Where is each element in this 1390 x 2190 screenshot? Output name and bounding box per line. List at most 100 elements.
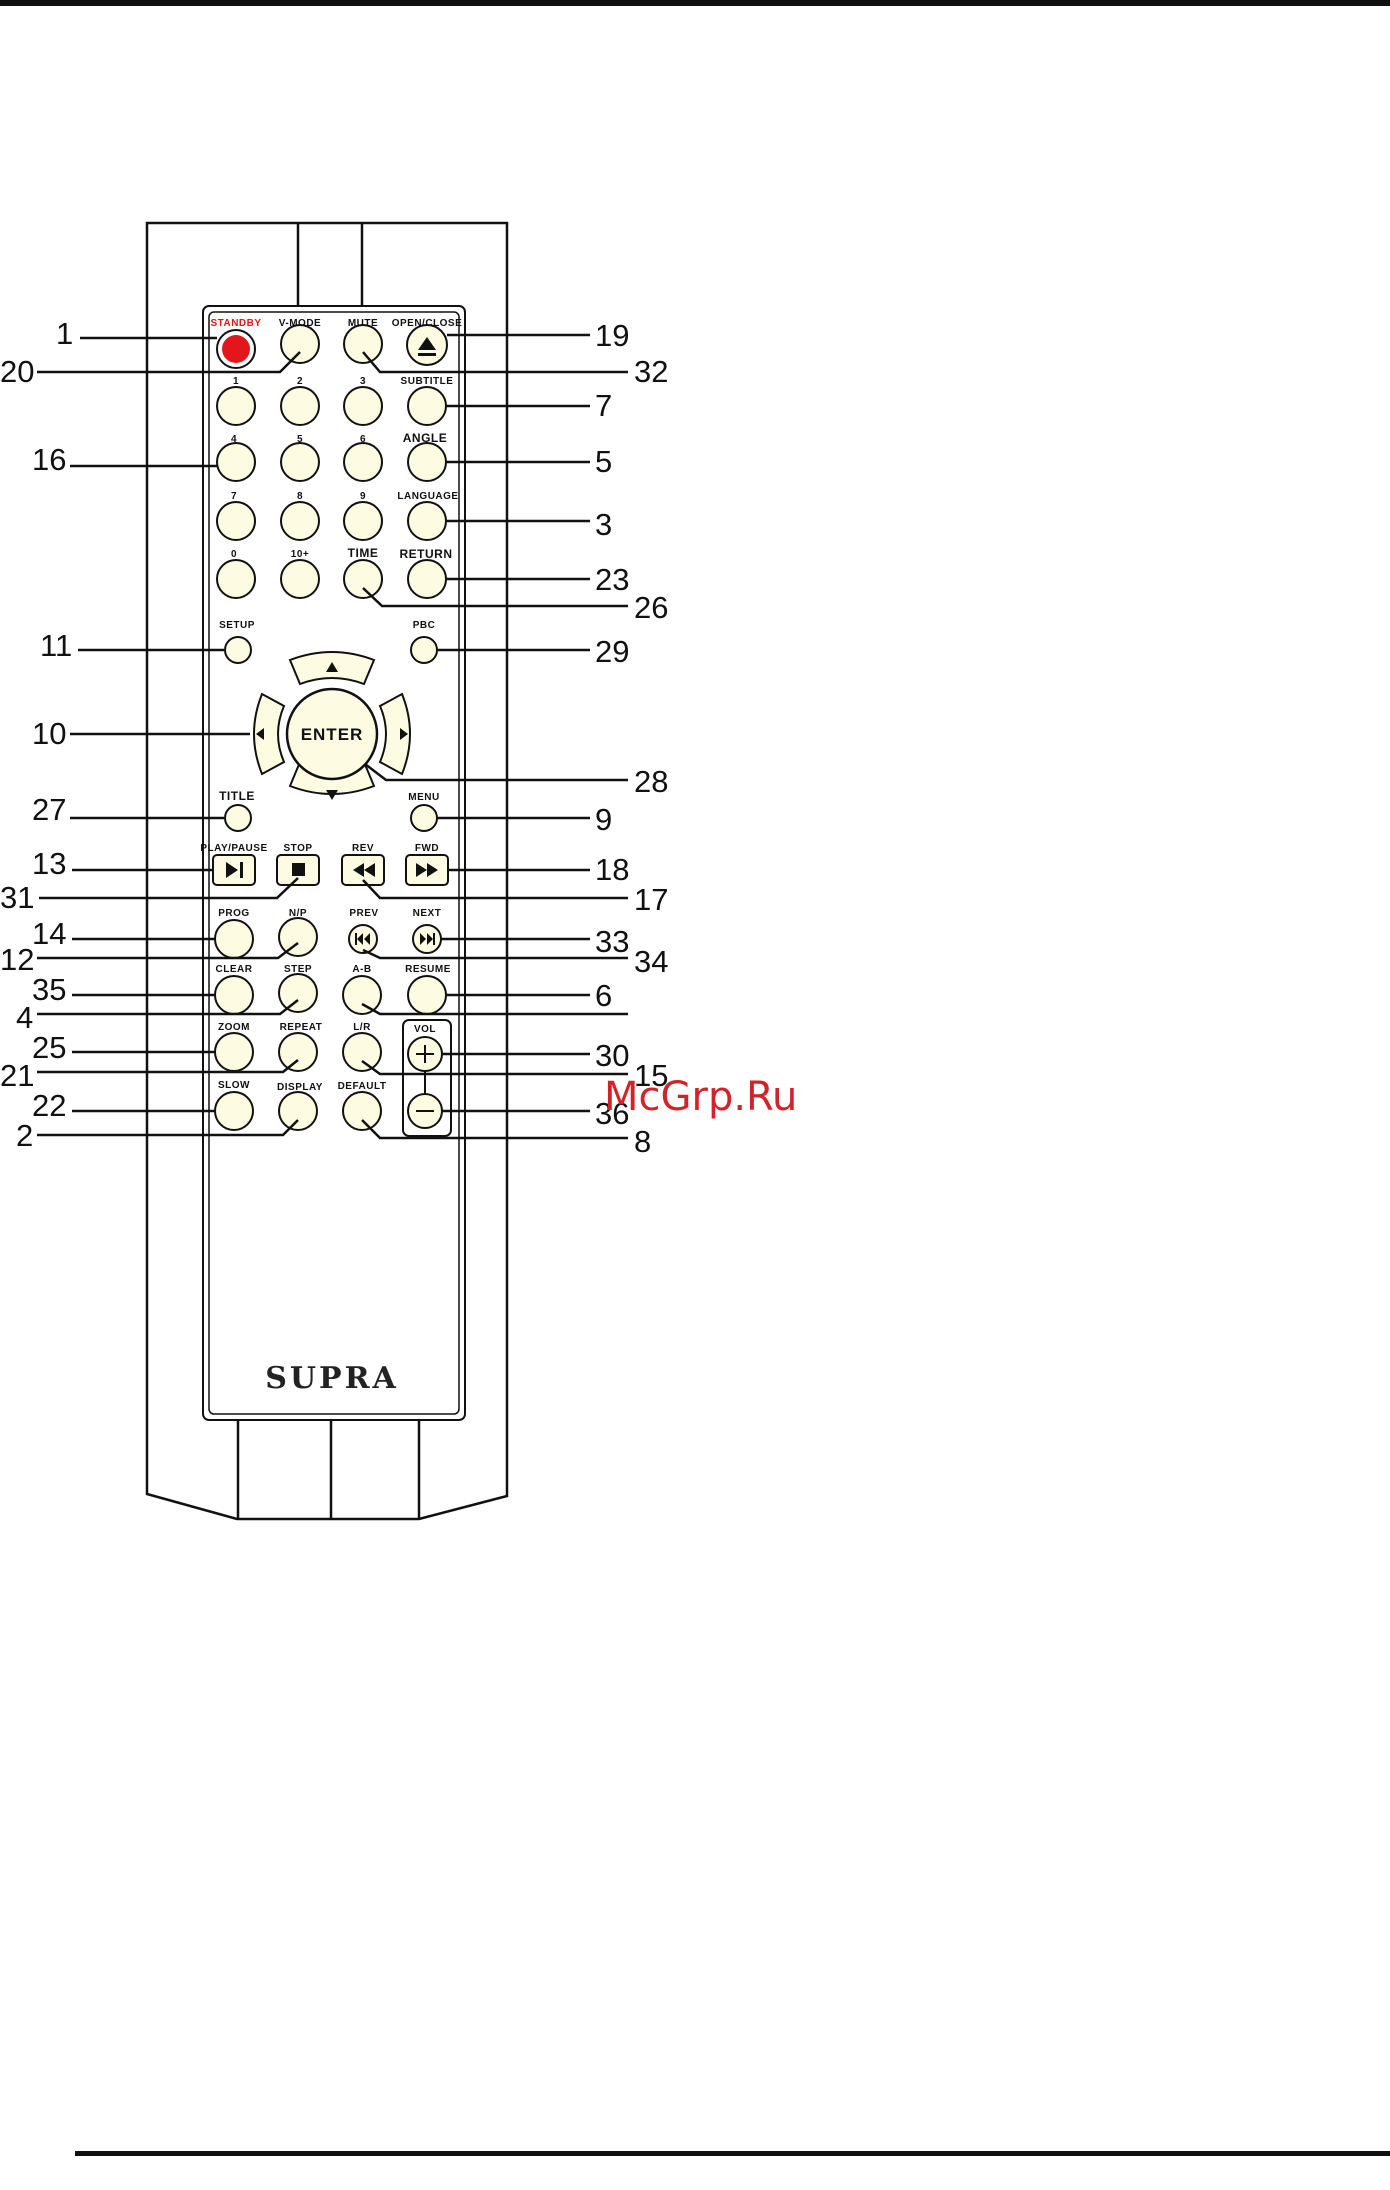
callout-leader-lines [37,333,628,1140]
slow-button[interactable] [214,1091,254,1131]
callout-11: 11 [40,628,72,663]
mute-button[interactable] [343,324,383,364]
prog-button[interactable] [214,919,254,959]
digit-6-button[interactable] [343,442,383,482]
zoom-label: ZOOM [218,1022,250,1033]
minus-icon [416,1110,434,1112]
callout-26: 26 [634,590,668,625]
title-button[interactable] [224,804,252,832]
digit-7-button[interactable] [216,501,256,541]
time-button[interactable] [343,559,383,599]
np-button[interactable] [278,917,318,957]
title-label: TITLE [219,789,255,803]
ab-button[interactable] [342,975,382,1015]
standby-label: STANDBY [210,318,261,329]
bottom-rule [75,2151,1390,2156]
digit-1-button[interactable] [216,386,256,426]
menu-button[interactable] [410,804,438,832]
callout-6: 6 [595,978,612,1013]
time-label: TIME [348,546,379,560]
digit-3-label: 3 [360,376,366,387]
digit-2-label: 2 [297,376,303,387]
arrow-left-icon [256,728,264,740]
language-label: LANGUAGE [397,491,458,502]
v-mode-label: V-MODE [279,318,321,329]
eject-icon [418,337,436,356]
slow-label: SLOW [218,1080,250,1091]
callout-7: 7 [595,388,612,423]
prog-label: PROG [218,908,249,919]
callout-2: 2 [16,1118,33,1153]
subtitle-button[interactable] [407,386,447,426]
angle-button[interactable] [407,442,447,482]
digit-3-button[interactable] [343,386,383,426]
watermark-text: McGrp.Ru [604,1074,797,1120]
step-button[interactable] [278,973,318,1013]
callout-13: 13 [32,846,66,881]
callout-numbers: 1 20 16 11 10 27 13 31 14 12 35 4 25 21 … [0,316,668,1159]
callout-28: 28 [634,764,668,799]
digit-0-label: 0 [231,549,237,560]
callout-10: 10 [32,716,66,751]
digit-0-button[interactable] [216,559,256,599]
callout-16: 16 [32,442,66,477]
np-label: N/P [289,908,307,919]
face-plate-inner [208,311,460,1415]
callout-3: 3 [595,507,612,542]
resume-button[interactable] [407,975,447,1015]
digit-5-button[interactable] [280,442,320,482]
ten-plus-label: 10+ [291,549,309,560]
stop-icon [292,863,305,876]
return-button[interactable] [407,559,447,599]
setup-button[interactable] [224,636,252,664]
default-label: DEFAULT [338,1081,387,1092]
resume-label: RESUME [405,964,451,975]
navigation-pad: ENTER [253,651,411,800]
callout-1: 1 [56,316,73,351]
callout-32: 32 [634,354,668,389]
default-button[interactable] [342,1091,382,1131]
zoom-button[interactable] [214,1032,254,1072]
nav-left-button[interactable] [253,692,286,776]
callout-15: 15 [634,1058,668,1093]
clear-label: CLEAR [216,964,253,975]
setup-label: SETUP [219,620,255,631]
digit-6-label: 6 [360,434,366,445]
clear-button[interactable] [214,975,254,1015]
mute-label: MUTE [348,318,378,329]
pbc-button[interactable] [410,636,438,664]
enter-button[interactable] [285,687,379,781]
callout-19: 19 [595,318,629,353]
enter-label: ENTER [301,725,364,744]
display-label: DISPLAY [277,1082,323,1093]
nav-right-button[interactable] [378,692,411,776]
callout-31: 31 [0,880,34,915]
arrow-up-icon [326,662,338,672]
display-button[interactable] [278,1091,318,1131]
digit-7-label: 7 [231,491,237,502]
digit-8-label: 8 [297,491,303,502]
ten-plus-button[interactable] [280,559,320,599]
menu-label: MENU [408,792,439,803]
arrow-down-icon [326,790,338,800]
v-mode-button[interactable] [280,324,320,364]
top-rule [0,0,1390,6]
callout-5: 5 [595,444,612,479]
return-label: RETURN [400,547,453,561]
callout-8: 8 [634,1124,651,1159]
callout-34: 34 [634,944,668,979]
callout-12: 12 [0,942,34,977]
fast-forward-icon [416,863,438,877]
digit-9-label: 9 [360,491,366,502]
digit-4-button[interactable] [216,442,256,482]
face-plate [202,305,466,1421]
stop-label: STOP [283,843,312,854]
digit-9-button[interactable] [343,501,383,541]
digit-8-button[interactable] [280,501,320,541]
language-button[interactable] [407,501,447,541]
vol-label: VOL [414,1024,436,1035]
repeat-button[interactable] [278,1032,318,1072]
lr-button[interactable] [342,1032,382,1072]
digit-2-button[interactable] [280,386,320,426]
